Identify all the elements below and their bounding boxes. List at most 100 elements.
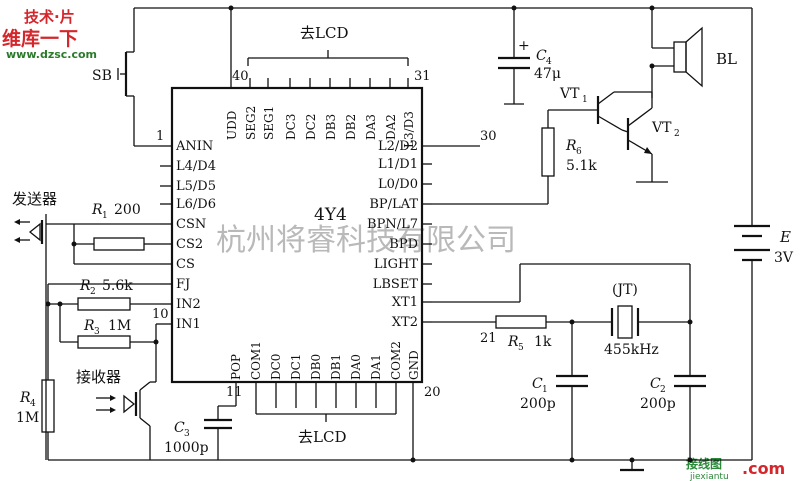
pin-label-dc2: DC2 [304, 114, 318, 140]
c1-letter: C [532, 376, 543, 392]
c3-value: 1000p [164, 440, 209, 456]
r5-letter: R [507, 334, 519, 350]
pin-label-csn: CSN [176, 217, 206, 232]
c4-sub: 4 [546, 57, 552, 67]
r6-letter: R [565, 138, 577, 154]
left-pin-stubs [160, 145, 172, 325]
vt1-to-vt2 [621, 129, 629, 133]
junction-c4 [511, 5, 517, 11]
pin-label-l1d1: L1/D1 [378, 157, 418, 172]
pin-label-cs2: CS2 [176, 237, 203, 252]
sender-label: 发送器 [12, 190, 57, 208]
junction-vdd-udd [228, 5, 234, 11]
pin-label-da2: DA2 [384, 114, 398, 140]
pin-label-xt2: XT2 [392, 315, 418, 330]
c1-sub: 1 [542, 385, 548, 395]
r4-sub: 4 [30, 399, 36, 409]
pin-label-cs: CS [176, 257, 195, 272]
pin-label-l4d4: L4/D4 [176, 159, 216, 174]
pin-label-bpnl7: BPN/L7 [367, 217, 418, 232]
bottom-pin-labels: POP COM1 DC0 DC1 DB0 DB1 DA0 DA1 COM2 GN… [229, 341, 421, 380]
pin-number-40: 40 [232, 69, 249, 84]
junction-bl [649, 5, 655, 11]
c2-letter: C [650, 376, 661, 392]
pin-label-com1: COM1 [249, 341, 263, 380]
pin-label-light: LIGHT [374, 257, 418, 272]
r5-value: 1k [534, 334, 552, 350]
pin-label-da3: DA3 [364, 114, 378, 140]
lcd-top-label: 去LCD [300, 24, 348, 42]
pin-number-20: 20 [424, 385, 441, 400]
pin-label-l5d5: L5/D5 [176, 179, 216, 194]
pin-number-21: 21 [480, 331, 497, 346]
pin-number-1: 1 [156, 129, 164, 144]
vt2-sub: 2 [674, 129, 680, 139]
transistor-vt1 [596, 91, 652, 131]
right-pin-labels: L2/D2 L1/D1 L0/D0 BP/LAT BPN/L7 BPD LIGH… [367, 139, 418, 330]
pin-label-l3d3: L3/D3 [402, 111, 416, 148]
r2-value: 5.6k [102, 278, 133, 294]
watermark-top-left: 技术·片 维库一下 www.dzsc.com [2, 8, 97, 61]
sb-label: SB [92, 68, 112, 84]
pin-number-31: 31 [414, 69, 431, 84]
junction-ground [629, 457, 635, 463]
pin-label-lbset: LBSET [373, 277, 419, 292]
pin-label-db0: DB0 [309, 354, 323, 380]
c4-plus: + [518, 38, 530, 54]
resistor-r4 [41, 379, 55, 433]
transistor-vt2 [626, 92, 668, 183]
bl-label: BL [716, 50, 737, 68]
c1-value: 200p [520, 396, 556, 412]
watermark-tl-url: www.dzsc.com [6, 48, 97, 61]
pin-label-fj: FJ [176, 277, 190, 292]
junction-gnd [410, 457, 416, 463]
r6-sub: 6 [576, 147, 582, 157]
r3-letter: R [83, 318, 95, 334]
resistor-r1 [93, 237, 145, 251]
r1-sub: 1 [102, 211, 108, 221]
r3-sub: 3 [94, 327, 100, 337]
pin-label-da0: DA0 [349, 354, 363, 380]
right-pin-stubs [422, 145, 480, 323]
pin-number-10: 10 [152, 307, 169, 322]
battery-value: 3V [774, 250, 794, 266]
junction-r3 [57, 301, 63, 307]
pin-label-udd: UDD [225, 111, 239, 140]
c4-letter: C [536, 48, 547, 64]
watermark-tl-line1: 技术·片 [24, 8, 75, 26]
lcd-bottom-brace [255, 408, 397, 422]
pin-label-dc0: DC0 [269, 354, 283, 380]
pin-label-com2: COM2 [389, 341, 403, 380]
pin-label-pop: POP [229, 354, 243, 380]
watermark-center: 杭州将睿科技有限公司 [216, 223, 516, 258]
left-pin-labels: ANIN L4/D4 L5/D5 L6/D6 CSN CS2 CS FJ IN2… [175, 139, 216, 332]
pin-label-seg1: SEG1 [262, 106, 276, 140]
watermark-br-line2: jiexiantu [689, 472, 729, 481]
c2-sub: 2 [660, 385, 666, 395]
pin-label-in1: IN1 [176, 317, 201, 332]
c4-value: 47μ [534, 66, 561, 82]
junction-c2-gnd [687, 457, 693, 463]
lcd-top-brace [247, 50, 409, 66]
watermark-tl-line2: 维库一下 [2, 27, 78, 50]
switch-sb [117, 8, 160, 147]
pin-label-l0d0: L0/D0 [378, 177, 418, 192]
pin-label-seg2: SEG2 [244, 106, 258, 140]
pin-number-11: 11 [226, 385, 243, 400]
pin-label-db1: DB1 [329, 354, 343, 380]
resistor-r5 [495, 315, 547, 329]
pin-label-l2d2: L2/D2 [378, 139, 418, 154]
pin-label-db2: DB2 [344, 114, 358, 140]
lcd-bottom-label: 去LCD [298, 428, 346, 446]
jt-value: 455kHz [604, 342, 659, 358]
pin-label-bplat: BP/LAT [369, 197, 418, 212]
ir-led-sender [14, 214, 47, 460]
r5-sub: 5 [518, 343, 524, 353]
receiver-label: 接收器 [76, 368, 121, 386]
top-pin-labels: UDD SEG2 SEG1 DC3 DC2 DB3 DB2 DA3 DA2 L3… [225, 106, 416, 148]
watermark-br-suffix: .com [742, 459, 785, 478]
battery-letter: E [779, 228, 791, 246]
r1-value: 200 [114, 202, 141, 218]
vt1-letter: VT [559, 86, 580, 102]
